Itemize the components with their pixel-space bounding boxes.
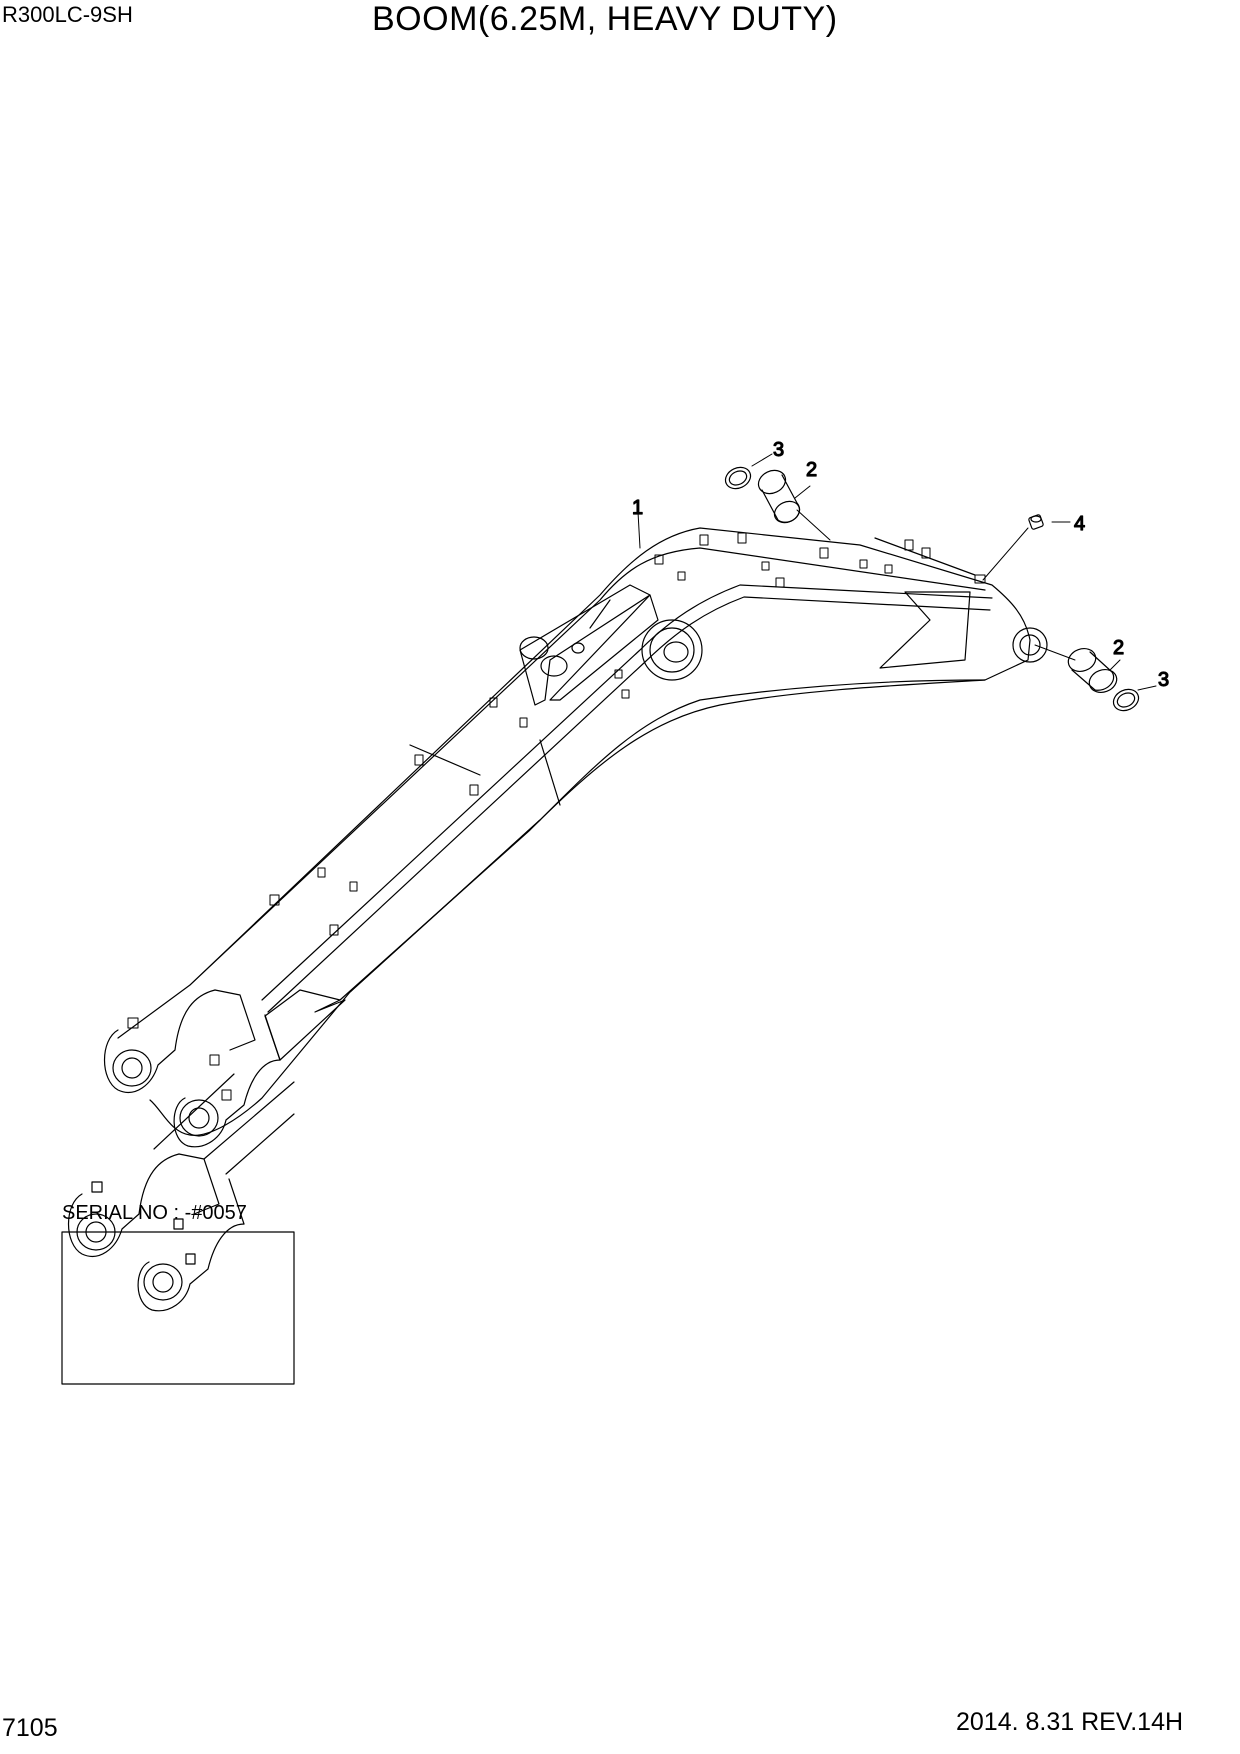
callout-1: 1 (632, 497, 643, 519)
grease-nipple (1028, 514, 1043, 529)
boom-outline (118, 528, 1030, 1135)
bushing-top (755, 466, 803, 526)
revision-date: 2014. 8.31 REV.14H (956, 1708, 1184, 1736)
callout-2-top: 2 (806, 459, 817, 481)
pipe-clamp-lugs (128, 533, 985, 1100)
callout-4: 4 (1074, 513, 1085, 535)
front-fork-right (174, 1060, 280, 1147)
inset-detail (62, 1074, 294, 1384)
foot-pin-boss (642, 620, 702, 680)
callout-2-right: 2 (1113, 637, 1124, 659)
callout-3-top: 3 (773, 439, 784, 461)
boom-foot-bore (1013, 628, 1047, 662)
inset-serial-label: SERIAL NO : -#0057 (62, 1202, 247, 1224)
bushing-right (1065, 645, 1120, 696)
page-number: 7105 (2, 1714, 58, 1742)
callout-3-right: 3 (1158, 669, 1169, 691)
boom-assembly (105, 528, 1048, 1147)
page-title: BOOM(6.25M, HEAVY DUTY) (372, 0, 838, 38)
cylinder-bracket (520, 585, 650, 705)
model-number: R300LC-9SH (2, 2, 133, 27)
snap-ring-right (1110, 685, 1142, 714)
front-fork-left (105, 990, 216, 1092)
snap-ring-top (722, 463, 754, 492)
inset-frame (62, 1232, 294, 1384)
leader-lines (638, 454, 1156, 690)
